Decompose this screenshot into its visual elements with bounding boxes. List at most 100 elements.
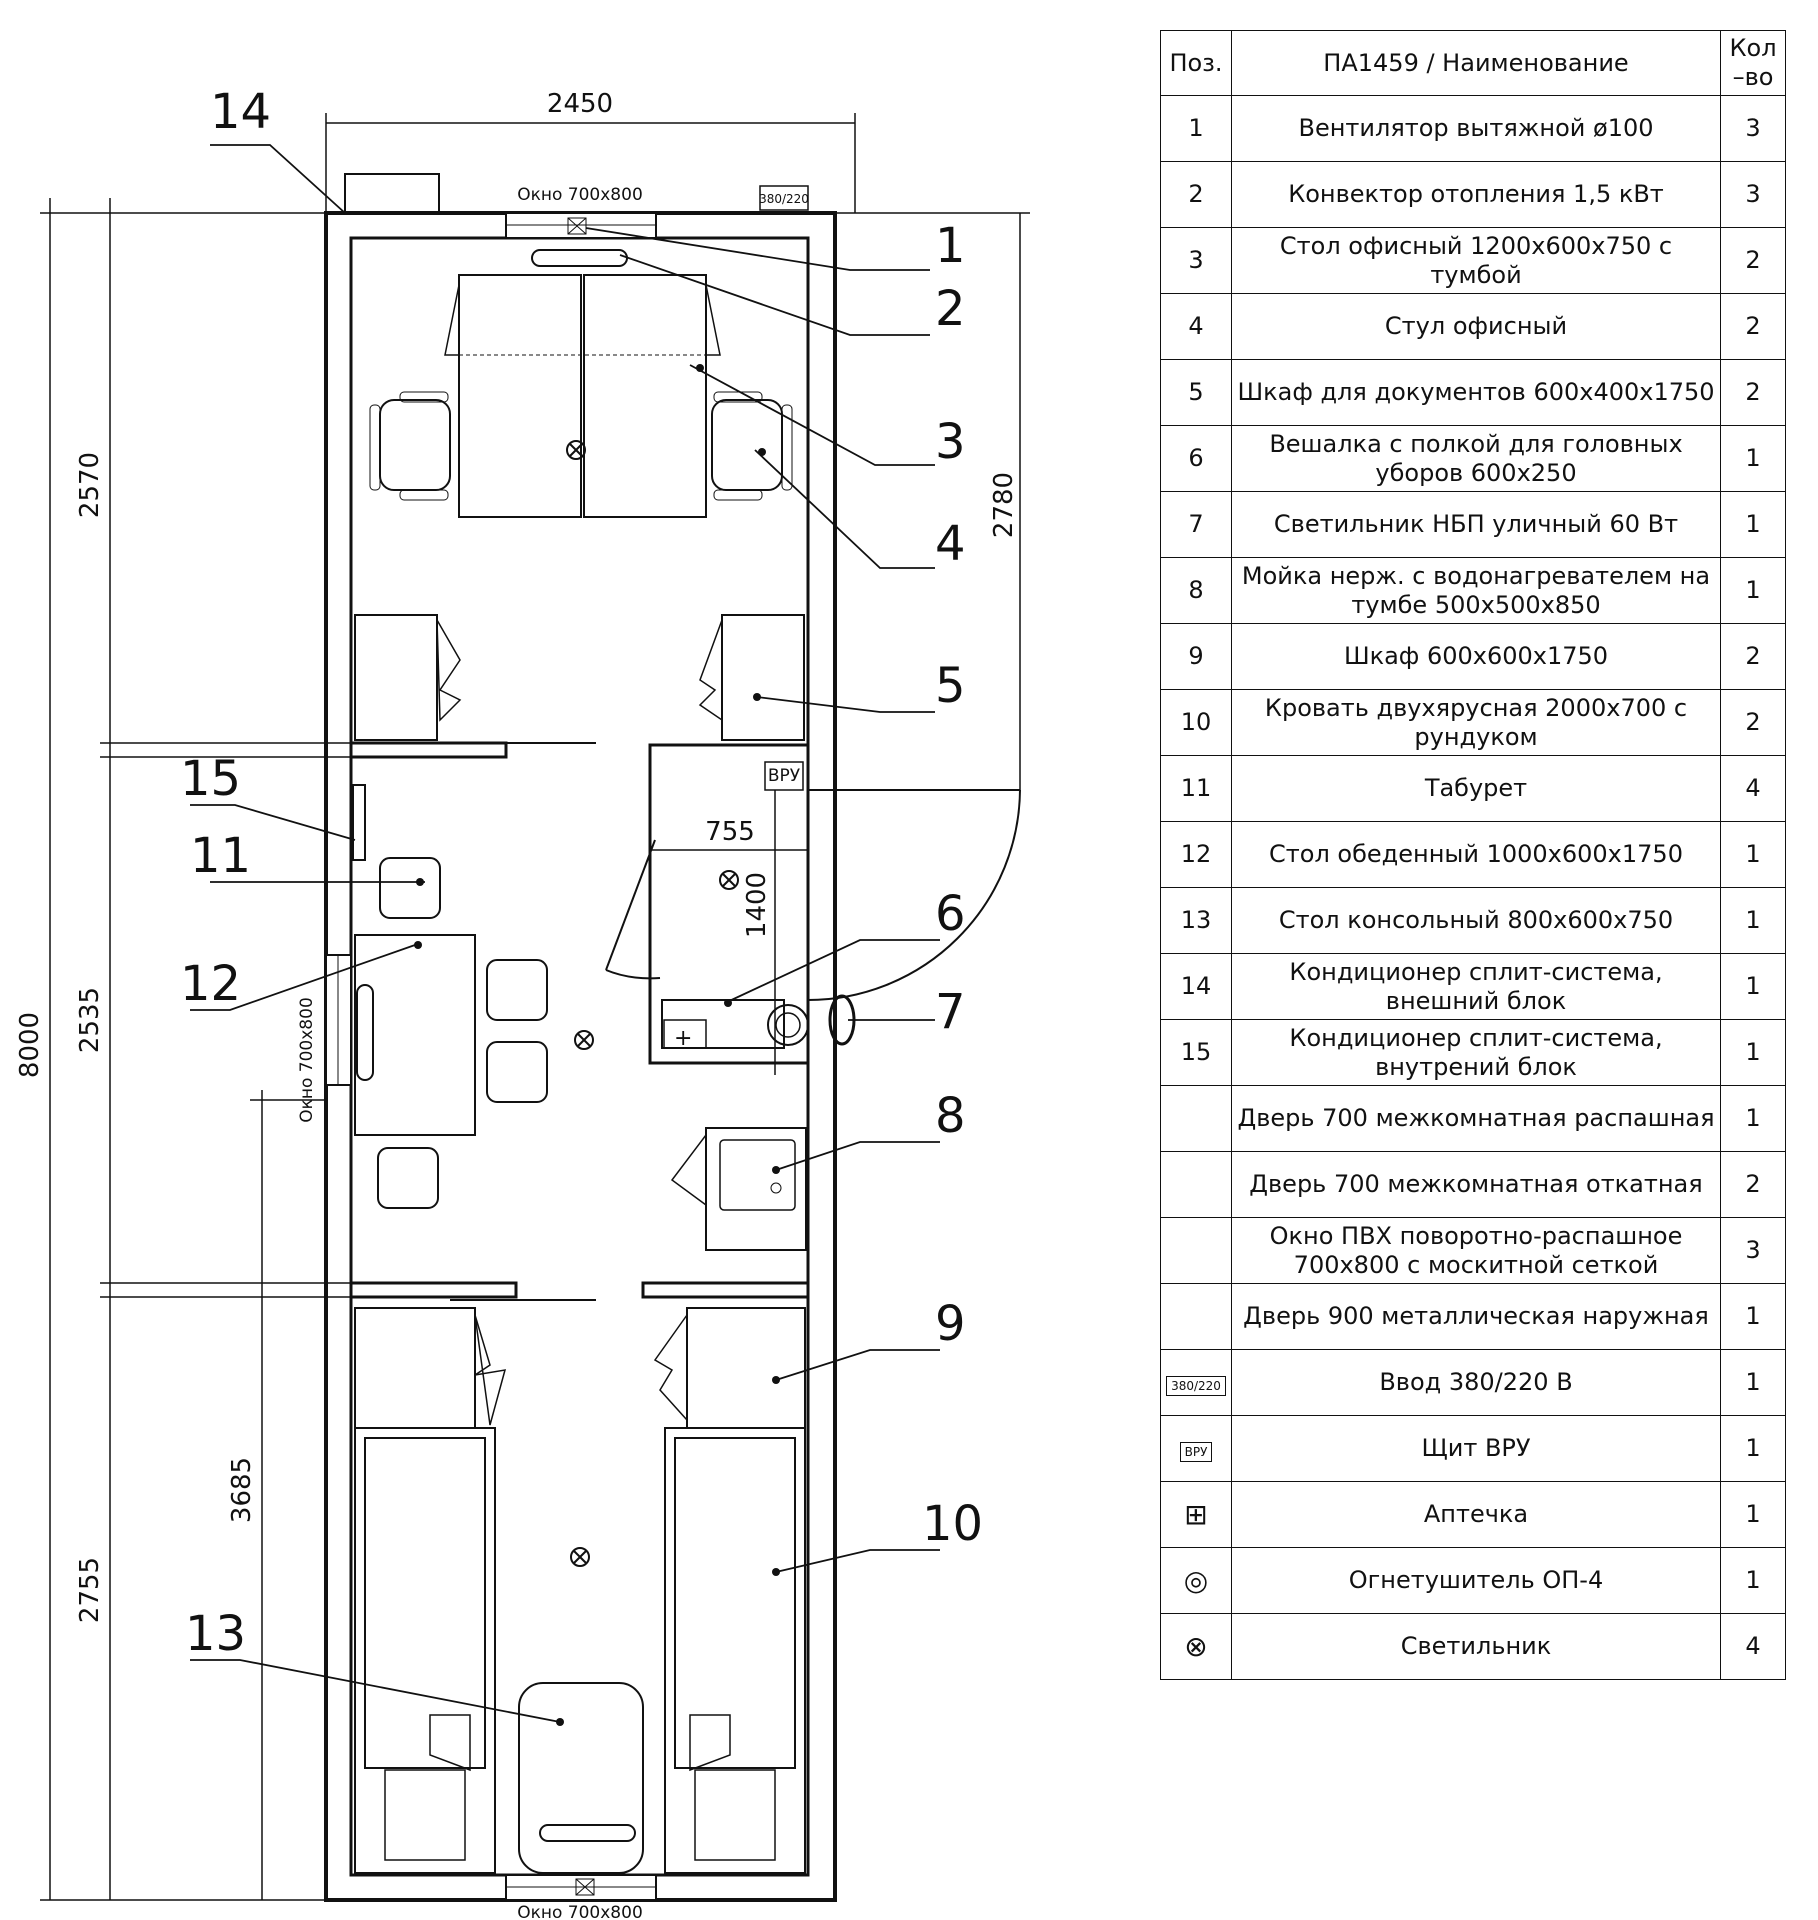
cell-qty: 1 bbox=[1720, 821, 1786, 888]
cell-pos: 12 bbox=[1160, 821, 1232, 888]
dimension-lines bbox=[40, 113, 1030, 1901]
cell-name: Дверь 700 межкомнатная распашная bbox=[1231, 1085, 1721, 1152]
cell-name: Шкаф 600х600х1750 bbox=[1231, 623, 1721, 690]
cell-qty: 1 bbox=[1720, 491, 1786, 558]
cell-qty: 4 bbox=[1720, 1613, 1786, 1680]
cell-name: Стол консольный 800х600х750 bbox=[1231, 887, 1721, 954]
cell-pos bbox=[1160, 1217, 1232, 1284]
callout-11: 11 bbox=[190, 828, 251, 884]
cell-pos: 14 bbox=[1160, 953, 1232, 1020]
cell-qty: 1 bbox=[1720, 425, 1786, 492]
cell-pos bbox=[1160, 1151, 1232, 1218]
cell-pos: 6 bbox=[1160, 425, 1232, 492]
cell-pos: ⊗ bbox=[1160, 1613, 1232, 1680]
stool-3 bbox=[486, 1041, 548, 1103]
cell-qty: 1 bbox=[1720, 1085, 1786, 1152]
cell-pos: 380/220 bbox=[1160, 1349, 1232, 1416]
callout-6: 6 bbox=[935, 886, 966, 942]
cell-qty: 1 bbox=[1720, 1019, 1786, 1086]
cell-qty: 1 bbox=[1720, 1283, 1786, 1350]
cell-name: Вентилятор вытяжной ø100 bbox=[1231, 95, 1721, 162]
cell-qty: 1 bbox=[1720, 953, 1786, 1020]
cell-qty: 3 bbox=[1720, 95, 1786, 162]
wardrobe-right bbox=[686, 1307, 806, 1429]
cell-name: Вешалка с полкой для головных уборов 600… bbox=[1231, 425, 1721, 492]
table-row: Окно ПВХ поворотно-распашное 700х800 с м… bbox=[1160, 1217, 1786, 1284]
cell-name: Стол офисный 1200х600х750 с тумбой bbox=[1231, 227, 1721, 294]
cell-name: Окно ПВХ поворотно-распашное 700х800 с м… bbox=[1231, 1217, 1721, 1284]
window-left bbox=[325, 954, 352, 1086]
stool-2 bbox=[486, 959, 548, 1021]
dim-total: 8000 bbox=[15, 1012, 45, 1078]
cell-name: Стул офисный bbox=[1231, 293, 1721, 360]
cell-name: Конвектор отопления 1,5 кВт bbox=[1231, 161, 1721, 228]
cell-qty: 2 bbox=[1720, 689, 1786, 756]
window-top bbox=[505, 212, 657, 239]
office-chair-left bbox=[369, 391, 451, 501]
extinguisher bbox=[767, 1004, 809, 1046]
dim-door-radius: 2780 bbox=[989, 472, 1019, 538]
header-name: ПА1459 / Наименование bbox=[1231, 30, 1721, 96]
cell-pos: 4 bbox=[1160, 293, 1232, 360]
cell-pos: ⊞ bbox=[1160, 1481, 1232, 1548]
cell-qty: 2 bbox=[1720, 293, 1786, 360]
console-table bbox=[518, 1682, 644, 1874]
cell-name: Огнетушитель ОП-4 bbox=[1231, 1547, 1721, 1614]
cell-pos: ◎ bbox=[1160, 1547, 1232, 1614]
extinguisher-icon: ◎ bbox=[1183, 1563, 1209, 1597]
stool-4 bbox=[377, 1147, 439, 1209]
dim-seg-mid: 2535 bbox=[75, 987, 105, 1053]
cell-pos: 5 bbox=[1160, 359, 1232, 426]
cell-name: Кровать двухярусная 2000х700 с рундуком bbox=[1231, 689, 1721, 756]
dim-vru-h: 1400 bbox=[742, 872, 772, 938]
cell-qty: 2 bbox=[1720, 623, 1786, 690]
sink bbox=[705, 1127, 807, 1251]
cell-name: Дверь 900 металлическая наружная bbox=[1231, 1283, 1721, 1350]
convector-left bbox=[356, 984, 374, 1081]
leader-lines bbox=[190, 144, 940, 1723]
callout-5: 5 bbox=[935, 658, 966, 714]
dim-width: 2450 bbox=[547, 89, 613, 119]
cell-pos: 8 bbox=[1160, 557, 1232, 624]
cabinet-right bbox=[721, 614, 805, 741]
cell-pos bbox=[1160, 1283, 1232, 1350]
cell-name: Шкаф для документов 600х400х1750 bbox=[1231, 359, 1721, 426]
callout-9: 9 bbox=[935, 1296, 966, 1352]
callout-4: 4 bbox=[935, 516, 966, 572]
cell-qty: 3 bbox=[1720, 1217, 1786, 1284]
cell-name: Ввод 380/220 В bbox=[1231, 1349, 1721, 1416]
cell-qty: 4 bbox=[1720, 755, 1786, 822]
cell-pos: 2 bbox=[1160, 161, 1232, 228]
callout-12: 12 bbox=[180, 956, 241, 1012]
cell-pos: 11 bbox=[1160, 755, 1232, 822]
cell-qty: 1 bbox=[1720, 887, 1786, 954]
lamp-icon: ⊗ bbox=[1184, 1629, 1208, 1663]
callout-8: 8 bbox=[935, 1088, 966, 1144]
cell-name: Светильник bbox=[1231, 1613, 1721, 1680]
floor-plan: ВРУ + 380/220 bbox=[15, 84, 1030, 1920]
stool-1 bbox=[379, 857, 441, 919]
vru-box-label: ВРУ bbox=[768, 766, 801, 786]
window-bottom bbox=[505, 1874, 657, 1901]
cell-name: Аптечка bbox=[1231, 1481, 1721, 1548]
power-inlet-box bbox=[759, 185, 809, 211]
table-header-row: Поз. ПА1459 / Наименование Кол –во bbox=[1160, 30, 1786, 96]
dim-vru-w: 755 bbox=[705, 817, 755, 847]
callout-14: 14 bbox=[210, 84, 271, 140]
header-pos: Поз. bbox=[1160, 30, 1232, 96]
